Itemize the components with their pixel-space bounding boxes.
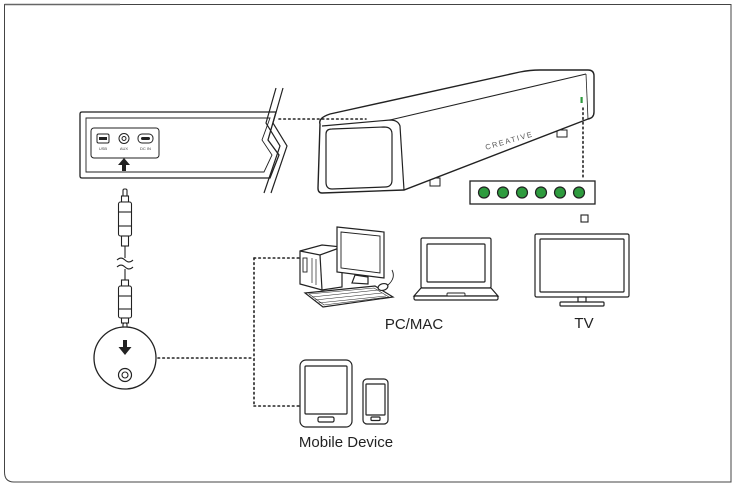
laptop-icon: [412, 237, 500, 301]
diagram-frame: [4, 3, 732, 483]
led-indicator-strip: [469, 180, 596, 205]
aux-jack-icon: [93, 326, 157, 390]
led-5: [553, 186, 567, 199]
tablet-icon: [299, 359, 353, 428]
soundbar-back-panel: USB AUX DC IN: [79, 87, 288, 194]
tv-label: TV: [574, 315, 593, 332]
led-3: [515, 186, 529, 199]
connection-lines: [157, 107, 584, 407]
soundbar-icon: CREATIVE: [317, 69, 595, 194]
dc-in-port-icon: [137, 133, 154, 144]
audio-cable-icon: [116, 188, 134, 334]
pc-mac-label: PC/MAC: [385, 316, 444, 333]
arrow-up-icon: [118, 158, 130, 171]
mobile-device-label: Mobile Device: [299, 434, 393, 451]
aux-port-icon: [118, 133, 130, 144]
led-2: [496, 186, 510, 199]
led-1: [477, 186, 491, 199]
power-led: [580, 97, 583, 103]
usb-port-label: USB: [99, 146, 108, 151]
smartphone-icon: [362, 378, 389, 425]
tv-input-marker: [580, 214, 589, 223]
usb-port-icon: [96, 133, 110, 144]
tv-icon: [534, 233, 630, 307]
led-6: [572, 186, 586, 199]
led-4: [534, 186, 548, 199]
aux-port-label: AUX: [120, 146, 129, 151]
dc-in-port-label: DC IN: [140, 146, 151, 151]
desktop-pc-icon: [299, 226, 395, 308]
